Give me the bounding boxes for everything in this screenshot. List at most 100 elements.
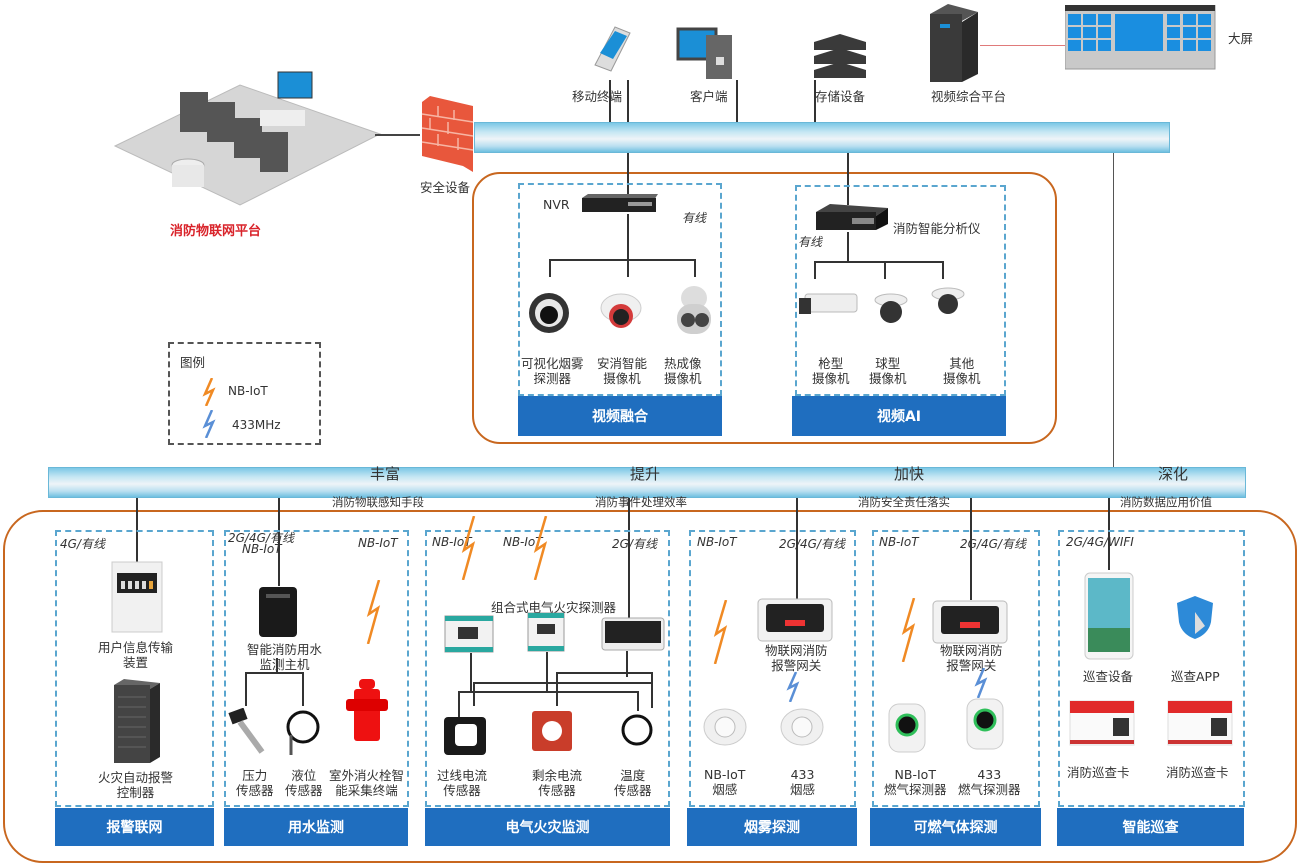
- link-line: [884, 261, 886, 279]
- device-label: 用户信息传输装置: [98, 640, 174, 670]
- link-line: [609, 80, 611, 122]
- video-fusion-title: 视频融合: [518, 396, 722, 436]
- smart-dome-camera-icon: [600, 293, 642, 328]
- device-label: 过线电流传感器: [437, 768, 488, 798]
- 433-gas-detector-icon: [966, 698, 1004, 750]
- link-line: [627, 259, 629, 277]
- link-type: 2G/4G/有线: [960, 537, 1026, 551]
- link-line: [814, 261, 942, 263]
- device-label: 智能消防用水监测主机: [247, 642, 323, 672]
- link-line: [1113, 153, 1114, 468]
- platform-servers-illustration: [113, 71, 382, 206]
- goal-desc: 消防安全责任落实: [858, 495, 950, 509]
- link-line: [626, 651, 628, 677]
- smart-analyzer-icon: [816, 204, 888, 230]
- subsystem-title: 电气火灾监测: [425, 808, 670, 846]
- link-line: [458, 691, 638, 693]
- link-line: [814, 261, 816, 279]
- device-label: 物联网消防报警网关: [765, 643, 828, 673]
- video-platform-rack-icon: [930, 4, 978, 82]
- subsystem-patrol-group: [1058, 530, 1245, 807]
- link-line: [847, 153, 849, 205]
- link-line: [470, 653, 472, 691]
- device-label-client: 客户端: [690, 89, 728, 104]
- link-line: [796, 498, 798, 600]
- device-label-video-platform: 视频综合平台: [931, 89, 1007, 104]
- link-line: [814, 80, 816, 122]
- device-label: 剩余电流传感器: [532, 768, 583, 798]
- legend-title: 图例: [180, 355, 206, 370]
- device-label: 巡查设备: [1083, 669, 1134, 684]
- subsystem-title: 报警联网: [55, 808, 214, 846]
- nvr-device-icon: [582, 194, 658, 212]
- electrical-detector-icon: [527, 612, 565, 652]
- link-type: NB-IoT: [879, 535, 919, 549]
- video-ai-title: 视频AI: [792, 396, 1006, 436]
- nb-iot-bolt-icon: [366, 580, 381, 644]
- link-line: [556, 672, 652, 674]
- device-label: 温度传感器: [614, 768, 652, 798]
- subsystem-title: 可燃气体探测: [870, 808, 1041, 846]
- link-line: [1108, 498, 1110, 570]
- subsystem-title: 智能巡查: [1057, 808, 1244, 846]
- platform-label: 消防物联网平台: [170, 224, 262, 239]
- iot-alarm-gateway-icon: [757, 598, 833, 642]
- water-monitor-host-icon: [259, 587, 297, 637]
- link-line: [970, 498, 972, 600]
- device-label: 压力传感器: [236, 768, 274, 798]
- legend: 图例 NB-IoT 433MHz: [168, 342, 321, 445]
- nb-iot-bolt-icon: [202, 378, 216, 406]
- goal-desc: 消防数据应用价值: [1120, 495, 1212, 509]
- core-network-bus: [474, 122, 1170, 153]
- camera-label: 枪型摄像机: [812, 356, 850, 386]
- patrol-card-icon: [1069, 700, 1135, 746]
- subsystem-gas-group: [872, 530, 1040, 807]
- firewall-icon: [421, 96, 474, 172]
- link-line: [549, 259, 694, 261]
- camera-label: 安消智能摄像机: [597, 356, 648, 386]
- level-sensor-icon: [286, 710, 320, 755]
- link-line: [136, 498, 138, 588]
- goal-verb: 提升: [630, 465, 661, 483]
- camera-label: 其他摄像机: [943, 356, 981, 386]
- link-line: [628, 498, 630, 618]
- camera-label: 可视化烟雾探测器: [521, 356, 584, 386]
- nb-iot-bolt-icon: [533, 516, 548, 580]
- dome-camera-icon: [874, 293, 908, 323]
- legend-nb-iot: NB-IoT: [228, 384, 268, 398]
- link-line: [942, 261, 944, 279]
- link-type: 2G/4G/有线: [779, 537, 845, 551]
- smoke-camera-icon: [529, 293, 569, 333]
- link-line: [637, 691, 639, 711]
- fire-hydrant-icon: [346, 679, 388, 741]
- link-line: [302, 672, 304, 706]
- combined-detector-label: 组合式电气火灾探测器: [491, 600, 617, 615]
- nb-iot-bolt-icon: [713, 600, 728, 664]
- patrol-phone-icon: [1084, 572, 1134, 660]
- fusion-link-type: 有线: [682, 211, 707, 225]
- goal-verb: 深化: [1158, 465, 1189, 483]
- goal-verb: 丰富: [370, 465, 401, 483]
- video-section-frame: [472, 172, 1057, 444]
- link-type: NB-IoT: [697, 535, 737, 549]
- patrol-card-icon: [1167, 700, 1233, 746]
- legend-433mhz: 433MHz: [232, 418, 281, 432]
- link-line: [549, 259, 551, 277]
- link-type: NB-IoT: [358, 536, 398, 550]
- link-line: [847, 232, 849, 262]
- bullet-camera-icon: [799, 293, 858, 314]
- device-label: 火灾自动报警控制器: [98, 770, 174, 800]
- device-label: 室外消火栓智能采集终端: [329, 768, 405, 798]
- link-line: [546, 652, 548, 692]
- pressure-sensor-icon: [228, 708, 265, 754]
- nb-iot-bolt-icon: [901, 598, 916, 662]
- device-label: 物联网消防报警网关: [940, 643, 1003, 673]
- other-camera-icon: [931, 287, 965, 314]
- subsystem-title: 用水监测: [224, 808, 408, 846]
- link-line: [694, 259, 696, 277]
- link-type: NB-IoT: [503, 535, 543, 549]
- nb-iot-smoke-detector-icon: [703, 708, 747, 746]
- analyzer-label: 消防智能分析仪: [893, 221, 981, 236]
- subsystem-smoke-group: [689, 530, 856, 807]
- security-device-label: 安全设备: [420, 180, 471, 195]
